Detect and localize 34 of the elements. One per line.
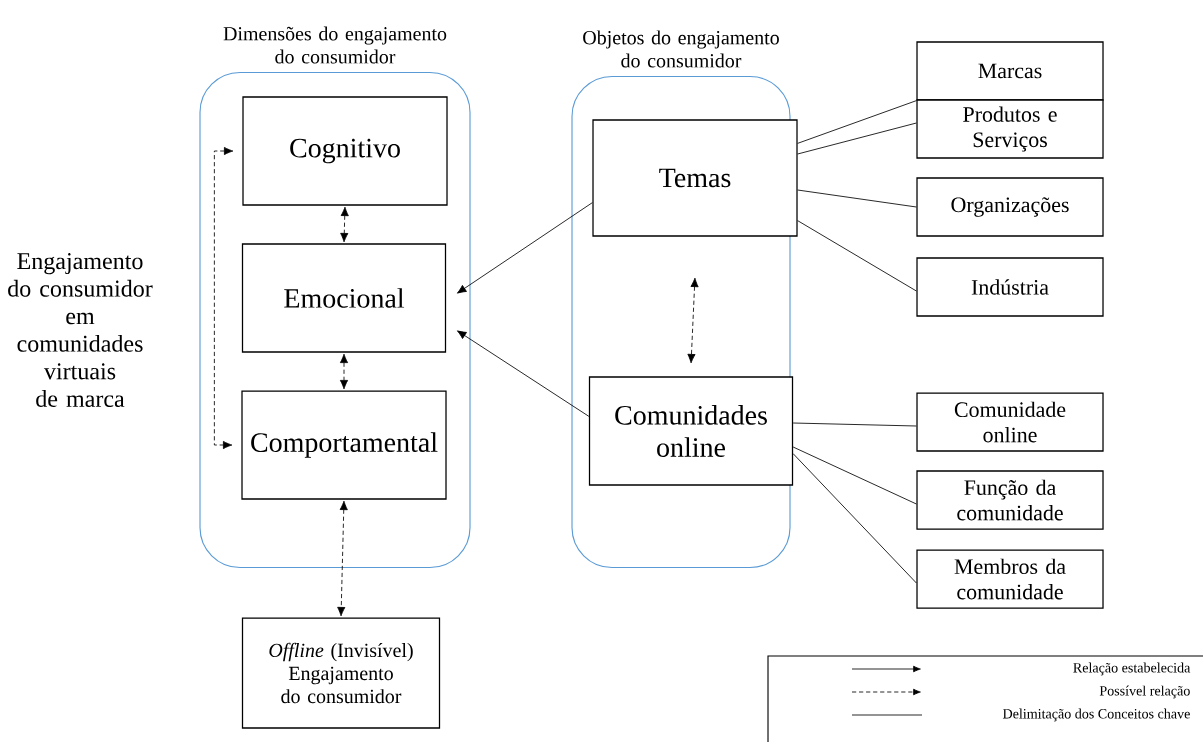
process-box: Temas — [592, 119, 798, 237]
double-arrow — [337, 500, 348, 617]
process-box: Organizações — [916, 177, 1104, 237]
legend-text: Possível relação — [1099, 685, 1190, 699]
process-box: Comportamental — [241, 390, 447, 500]
double-arrow — [687, 277, 699, 364]
connector-line — [792, 453, 917, 584]
process-box: Cognitivo — [242, 96, 448, 206]
connector-line — [797, 122, 917, 155]
connector-line — [797, 189, 917, 208]
arrow — [457, 202, 593, 294]
legend-text: Delimitação dos Conceitos chave — [1002, 708, 1190, 722]
double-arrow — [340, 206, 349, 243]
process-box: Comunidade online — [916, 392, 1104, 452]
process-box: Marcas — [916, 41, 1104, 101]
side-text: Engajamento do consumidor em comunidades virtuais de marca — [8, 253, 153, 407]
panel-heading: Dimensões do engajamento do consumidor — [223, 26, 447, 64]
process-box: Offline (Invisível) Engajamento do consumidor — [241, 617, 441, 729]
process-box: Indústria — [916, 257, 1104, 317]
connector-line — [792, 446, 917, 505]
process-box: Comunidades online — [588, 376, 794, 486]
connector-line — [792, 422, 917, 427]
rounded-panel — [199, 71, 471, 569]
process-box: Produtos e Serviços — [916, 99, 1104, 159]
double-arrow — [339, 353, 349, 390]
arrow — [457, 330, 590, 417]
connector-line — [797, 220, 917, 292]
legend-text: Relação estabelecida — [1073, 662, 1191, 676]
double-arrow — [213, 146, 234, 450]
process-box: Membros da comunidade — [916, 549, 1104, 609]
connector-line — [797, 100, 917, 144]
process-box: Emocional — [241, 243, 447, 353]
panel-heading: Objetos do engajamento do consumidor — [583, 30, 779, 68]
process-box: Função da comunidade — [916, 470, 1104, 530]
